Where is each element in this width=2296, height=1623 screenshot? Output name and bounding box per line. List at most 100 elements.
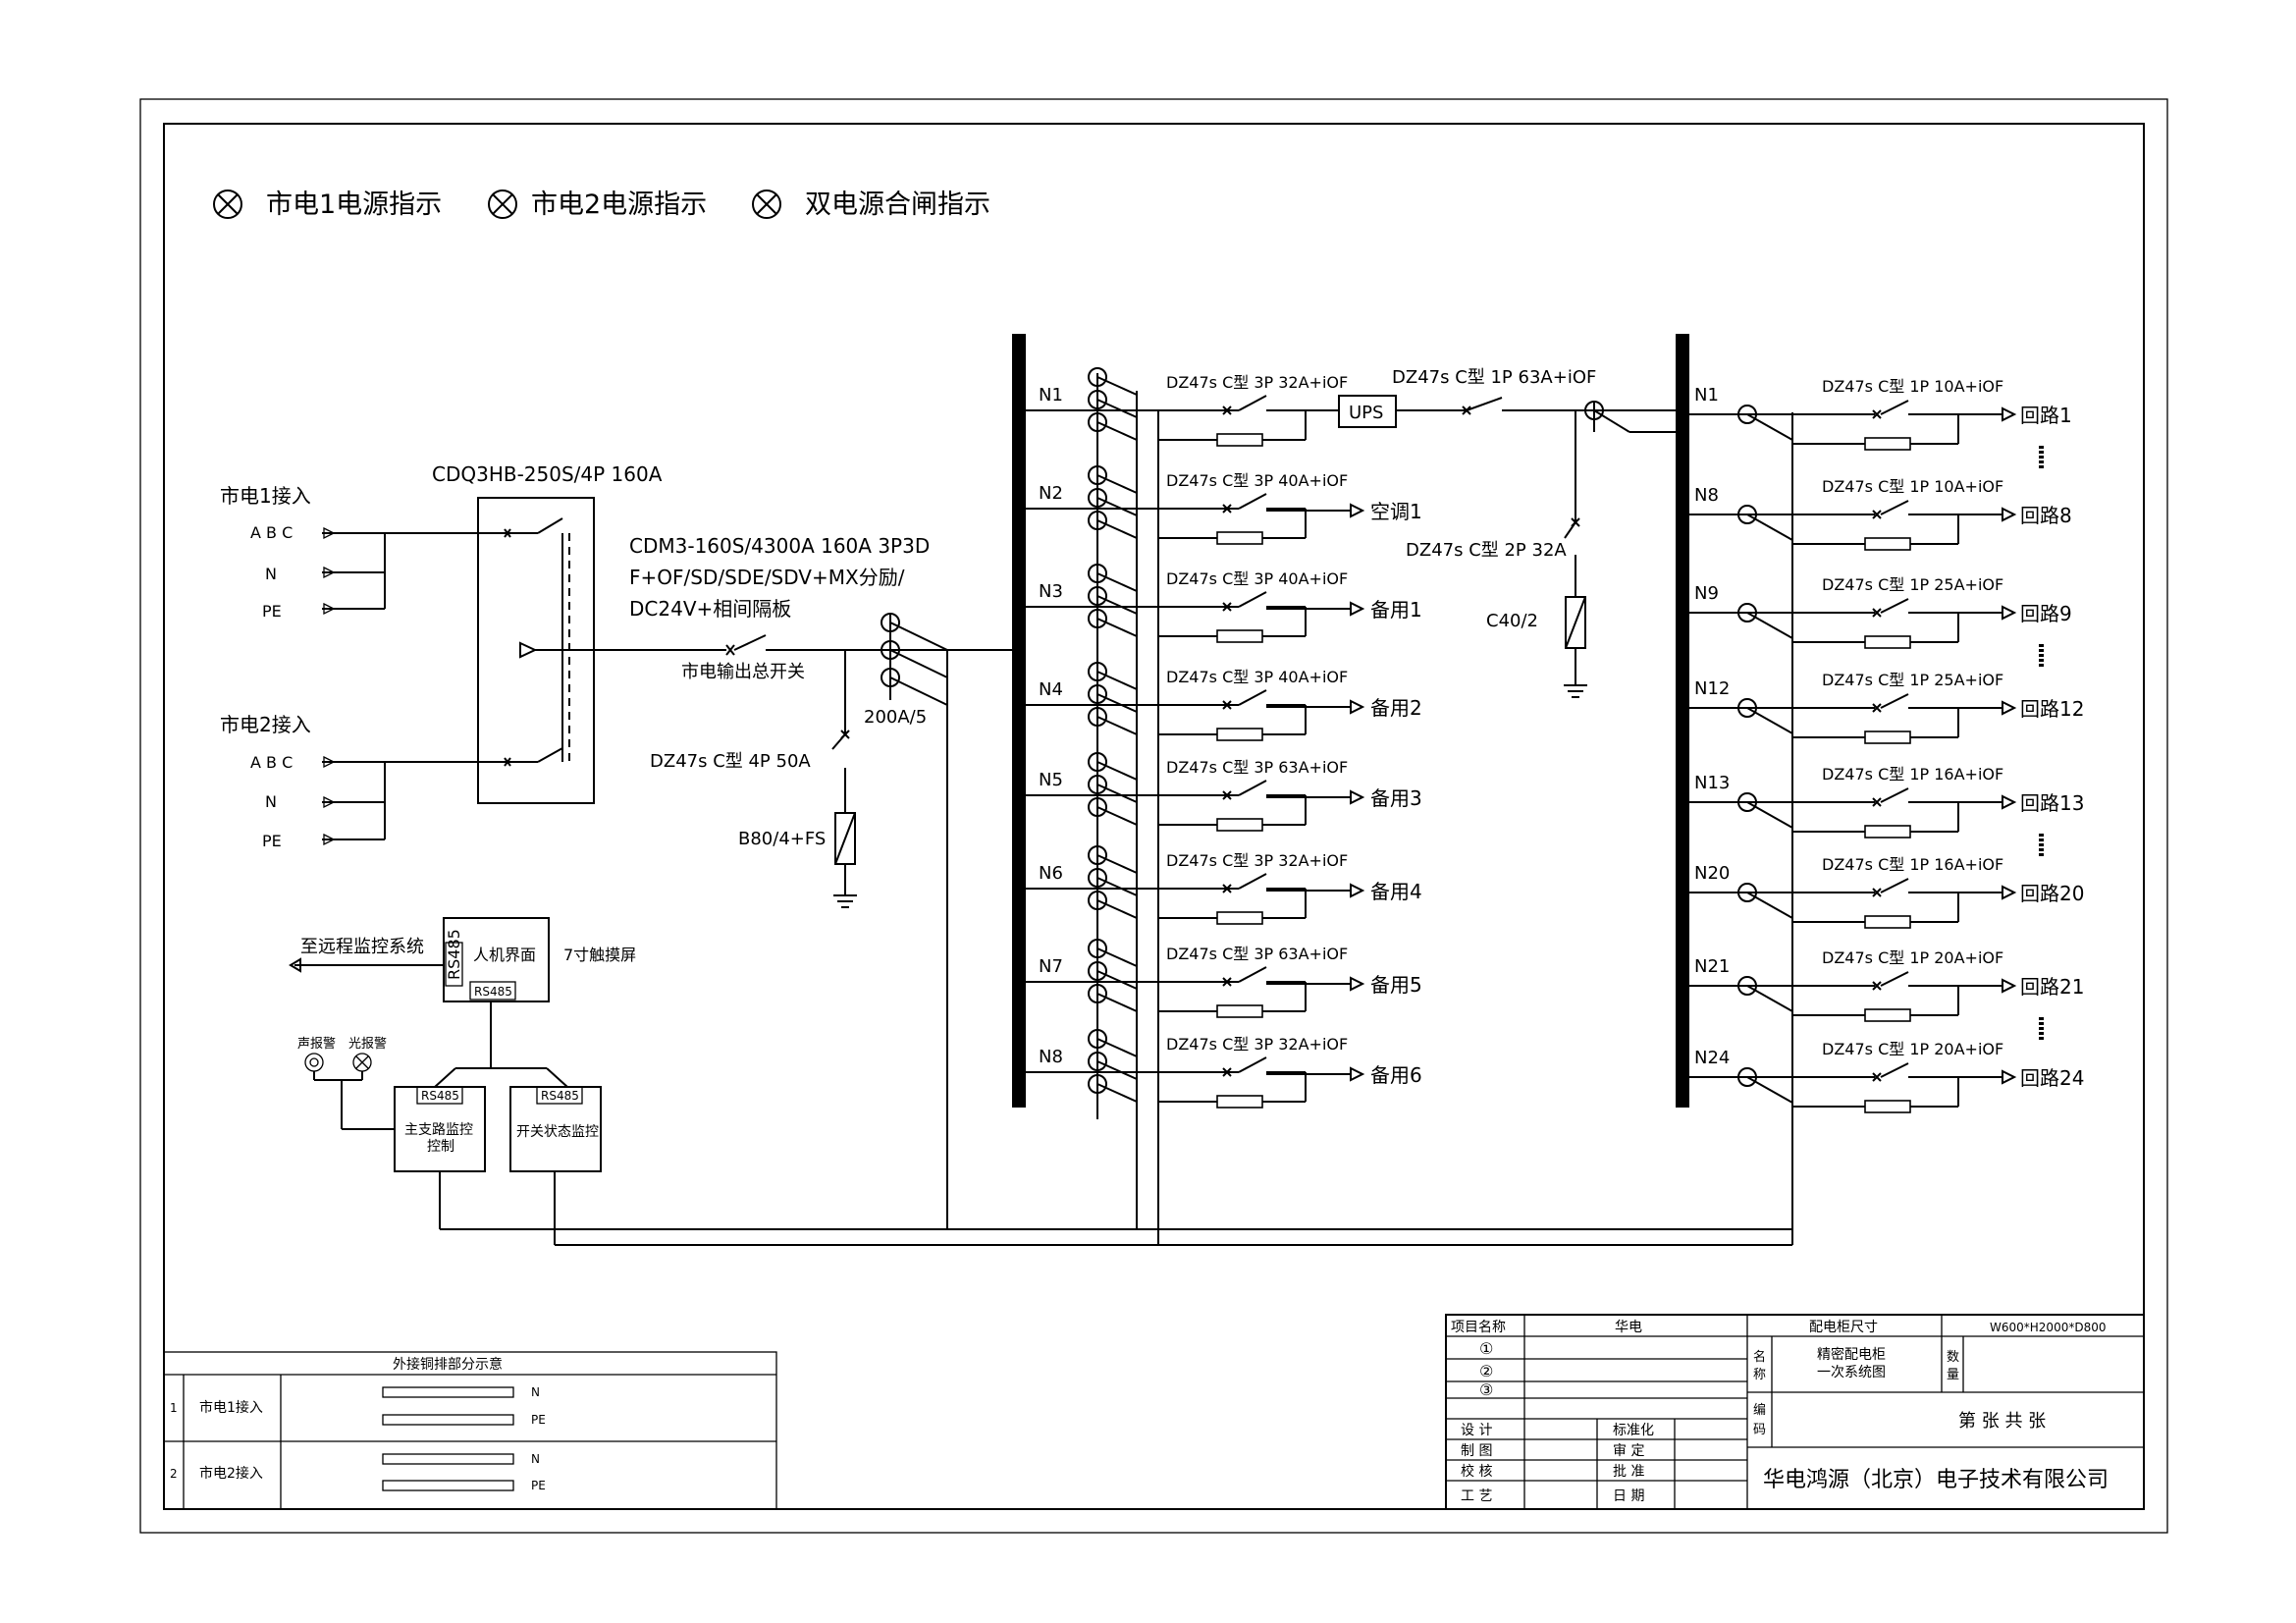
left-branch-output: 备用3 xyxy=(1370,786,1422,810)
legend-item-1: 市电1电源指示 xyxy=(266,189,442,220)
copper-row-2-idx: 2 xyxy=(170,1467,178,1481)
legend-item-2: 市电2电源指示 xyxy=(531,189,707,220)
spd2-breaker-label: DZ47s C型 2P 32A xyxy=(1406,540,1567,561)
left-branch-output: 空调1 xyxy=(1370,500,1422,523)
spd-breaker-label: DZ47s C型 4P 50A xyxy=(650,751,811,772)
copper-row-2-name: 市电2接入 xyxy=(199,1465,263,1482)
tb-role-right-2: 审 定 xyxy=(1613,1443,1644,1459)
main-monitor-label-1: 主支路监控 xyxy=(404,1122,473,1138)
left-branch-bus-label: N5 xyxy=(1039,770,1063,790)
output-arrow-icon xyxy=(2002,700,2017,716)
bottom-wiring xyxy=(440,1228,1792,1246)
right-branch-output: 回路13 xyxy=(2020,791,2084,815)
tb-role-right-1: 标准化 xyxy=(1613,1423,1654,1438)
monitoring-system: 至远程监控系统 人机界面 RS485 RS485 7寸触摸屏 声报警 光报警 R… xyxy=(289,917,636,1245)
source-1-label: 市电1接入 xyxy=(220,484,311,508)
hmi-rs485-vertical: RS485 xyxy=(445,929,463,980)
tb-role-left-3: 校 核 xyxy=(1461,1463,1492,1480)
left-branch-output: 备用6 xyxy=(1370,1063,1422,1087)
tb-role-left-1: 设 计 xyxy=(1461,1423,1492,1438)
left-branch-breaker-label: DZ47s C型 3P 63A+iOF xyxy=(1166,945,1348,963)
output-arrow-icon xyxy=(1350,503,1365,518)
left-branch-output: 备用2 xyxy=(1370,696,1422,720)
right-branch-output: 回路21 xyxy=(2020,975,2084,999)
switch-monitor-rs485: RS485 xyxy=(541,1089,579,1103)
continuation-dots xyxy=(2039,834,2044,856)
remote-label: 至远程监控系统 xyxy=(300,937,424,957)
switch-monitor-label: 开关状态监控 xyxy=(516,1124,599,1140)
right-branch-output: 回路9 xyxy=(2020,602,2072,625)
copper-row-1-bar-pe: PE xyxy=(531,1413,546,1427)
copper-table: 外接铜排部分示意 1 市电1接入 N PE 2 市电2接入 N PE xyxy=(163,1351,777,1510)
left-branch-breaker-label: DZ47s C型 3P 32A+iOF xyxy=(1166,851,1348,870)
source-2-abc: A B C xyxy=(250,753,293,772)
main-monitor-label-2: 控制 xyxy=(427,1139,454,1155)
right-branch: N13 回路13 DZ47s C型 1P 16A+iOF xyxy=(1682,765,2084,856)
tb-project-name: 华电 xyxy=(1615,1320,1642,1335)
right-branch-bus-label: N12 xyxy=(1694,678,1730,699)
output-arrow-icon xyxy=(1350,601,1365,617)
tb-role-right-4: 日 期 xyxy=(1613,1488,1644,1504)
output-arrow-icon xyxy=(2002,1069,2017,1085)
right-branch-bus-label: N13 xyxy=(1694,773,1730,793)
right-branch-breaker-label: DZ47s C型 1P 10A+iOF xyxy=(1822,477,2003,496)
main-breaker: CDM3-160S/4300A 160A 3P3D F+OF/SD/SDE/SD… xyxy=(629,534,1021,682)
tb-role-left-2: 制 图 xyxy=(1461,1443,1492,1459)
output-arrow-icon xyxy=(1350,699,1365,715)
right-branch-output: 回路20 xyxy=(2020,882,2084,905)
main-breaker-name: 市电输出总开关 xyxy=(681,662,805,682)
tb-size-value: W600*H2000*D800 xyxy=(1990,1321,2106,1334)
left-branch-bus-label: N1 xyxy=(1039,385,1063,406)
lamp-icon xyxy=(752,189,781,219)
light-alarm-label: 光报警 xyxy=(348,1036,387,1052)
output-arrow-icon xyxy=(2002,605,2017,621)
output-arrow-icon xyxy=(2002,406,2017,422)
output-arrow-icon xyxy=(2002,978,2017,994)
lamp-icon xyxy=(213,189,242,219)
ct-label: 200A/5 xyxy=(864,707,927,728)
right-branch-output: 回路12 xyxy=(2020,697,2084,721)
right-branch-breaker-label: DZ47s C型 1P 16A+iOF xyxy=(1822,855,2003,874)
main-breaker-spec-2: F+OF/SD/SDE/SDV+MX分励/ xyxy=(629,566,905,589)
output-arrow-icon xyxy=(1350,883,1365,898)
continuation-dots xyxy=(2039,446,2044,468)
ups-feed: UPS DZ47s C型 1P 63A+iOF DZ47s C型 2P 32A … xyxy=(1338,367,1682,698)
output-arrow-icon xyxy=(2002,507,2017,522)
hmi-box xyxy=(443,917,550,1002)
left-branch-bus-label: N3 xyxy=(1039,581,1063,602)
left-branch-breaker-label: DZ47s C型 3P 40A+iOF xyxy=(1166,569,1348,588)
tb-code-label-1: 编 xyxy=(1753,1403,1766,1418)
left-branch-breaker-label: DZ47s C型 3P 32A+iOF xyxy=(1166,373,1348,392)
source-1-abc: A B C xyxy=(250,523,293,542)
source-2: 市电2接入 A B C N PE xyxy=(220,713,507,850)
source-1: 市电1接入 A B C N PE xyxy=(220,484,507,621)
tb-name-label-1: 名 xyxy=(1753,1349,1766,1365)
screen-label: 7寸触摸屏 xyxy=(563,946,636,964)
spd-label: B80/4+FS xyxy=(738,829,826,849)
left-branch-bus-label: N4 xyxy=(1039,679,1063,700)
source-2-label: 市电2接入 xyxy=(220,713,311,736)
light-alarm-icon xyxy=(352,1053,372,1072)
continuation-dots xyxy=(2039,644,2044,667)
right-branch-breaker-label: DZ47s C型 1P 16A+iOF xyxy=(1822,765,2003,784)
ups-label: UPS xyxy=(1349,403,1383,423)
right-branch-breaker-label: DZ47s C型 1P 20A+iOF xyxy=(1822,948,2003,967)
current-transformer: 200A/5 xyxy=(864,613,948,1229)
continuation-dots xyxy=(2039,1017,2044,1040)
sound-alarm-icon xyxy=(304,1053,324,1072)
ats-label: CDQ3HB-250S/4P 160A xyxy=(432,462,663,486)
copper-table-title: 外接铜排部分示意 xyxy=(393,1356,503,1373)
tb-role-left-4: 工 艺 xyxy=(1461,1488,1492,1504)
tb-name-label-2: 称 xyxy=(1753,1368,1766,1382)
output-arrow-icon xyxy=(1350,789,1365,805)
left-branch-bus-label: N6 xyxy=(1039,863,1063,884)
right-branch-breaker-label: DZ47s C型 1P 25A+iOF xyxy=(1822,575,2003,594)
